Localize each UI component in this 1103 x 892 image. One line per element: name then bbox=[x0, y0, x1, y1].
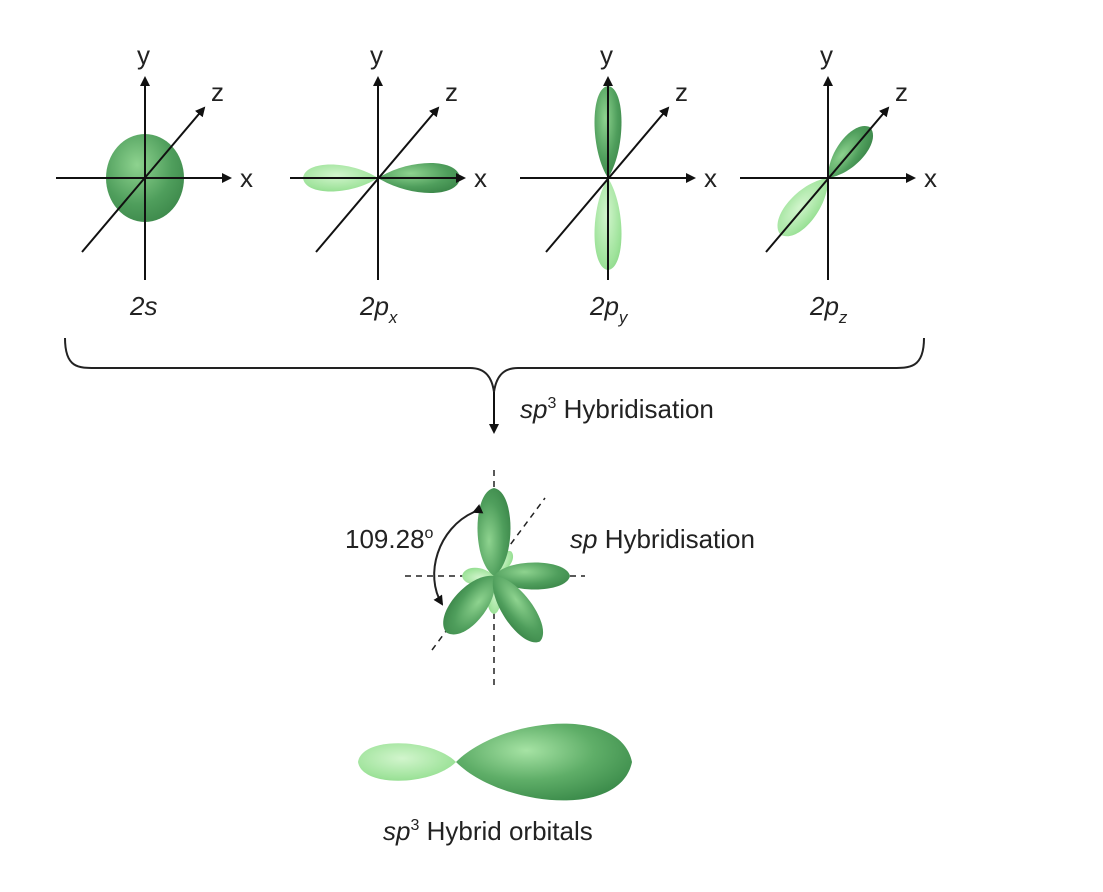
hybrid-orbitals-label: sp3 Hybrid orbitals bbox=[383, 816, 593, 846]
x-axis-label: x bbox=[240, 163, 253, 193]
grouping-brace bbox=[64, 337, 925, 393]
z-axis bbox=[765, 106, 890, 253]
hybrid-large-lobe bbox=[456, 723, 632, 801]
sp-hybridisation-label: sp Hybridisation bbox=[570, 524, 755, 554]
z-axis bbox=[545, 106, 670, 253]
bond-angle-label: 109.28o bbox=[345, 524, 434, 554]
sp3-hybrid-orbital bbox=[358, 723, 632, 801]
x-axis-label: x bbox=[474, 163, 487, 193]
z-axis-label: z bbox=[445, 77, 458, 107]
z-axis-label: z bbox=[675, 77, 688, 107]
z-axis bbox=[81, 106, 206, 253]
orbital-label-2s: 2s bbox=[129, 291, 157, 321]
y-axis-label: y bbox=[600, 40, 613, 70]
diagonal-dashed-axis bbox=[431, 497, 546, 651]
bond-angle-arc bbox=[433, 504, 484, 606]
hybrid-small-lobe bbox=[358, 743, 456, 781]
y-axis-label: y bbox=[820, 40, 833, 70]
large-lobe-up bbox=[477, 488, 511, 576]
x-axis-label: x bbox=[704, 163, 717, 193]
orbital-2pz-panel: x y z 2pz bbox=[740, 40, 937, 327]
orbital-2px-panel: x y z 2px bbox=[290, 40, 487, 327]
y-axis-label: y bbox=[137, 40, 150, 70]
large-lobe-lower-right bbox=[492, 576, 544, 643]
y-axis-label: y bbox=[370, 40, 383, 70]
orbital-2py-panel: x y z 2py bbox=[520, 40, 717, 327]
orbital-label-2pz: 2pz bbox=[809, 291, 848, 327]
orbital-label-2py: 2py bbox=[589, 291, 629, 327]
orbital-label-2px: 2px bbox=[359, 291, 398, 327]
process-label: sp3 Hybridisation bbox=[520, 394, 714, 424]
tetrahedral-orbitals: 109.28o bbox=[345, 470, 585, 685]
z-axis-label: z bbox=[211, 77, 224, 107]
orbital-2s-panel: x y z 2s bbox=[56, 40, 253, 321]
z-axis bbox=[315, 106, 440, 253]
z-axis-label: z bbox=[895, 77, 908, 107]
x-axis-label: x bbox=[924, 163, 937, 193]
large-lobe-right bbox=[494, 562, 570, 590]
